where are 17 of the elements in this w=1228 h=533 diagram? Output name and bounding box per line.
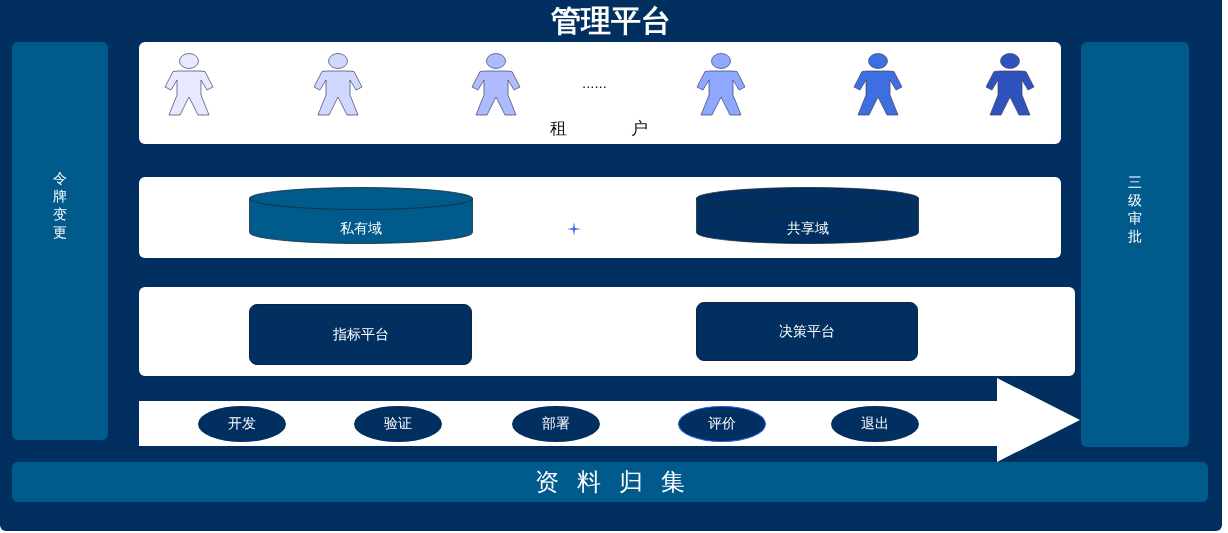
platform-box: 决策平台 bbox=[696, 302, 918, 361]
platform-box: 指标平台 bbox=[249, 304, 472, 365]
side-bar bbox=[1081, 42, 1189, 447]
vertical-label: 令牌变更 bbox=[52, 169, 68, 241]
side-bar bbox=[12, 42, 108, 440]
bar-label: 资料归集 bbox=[535, 467, 685, 497]
process-arrow bbox=[139, 378, 1080, 462]
panel bbox=[139, 287, 1075, 376]
cylinder-label: 共享域 bbox=[785, 219, 830, 237]
bottom-bar bbox=[12, 462, 1208, 502]
tenant-panel bbox=[139, 42, 1061, 144]
panel bbox=[139, 177, 1061, 258]
title: 管理平台 bbox=[551, 3, 671, 38]
ellipsis-text: ...... bbox=[582, 76, 607, 92]
cylinder-label: 私有域 bbox=[339, 219, 383, 237]
panel-title: 租户 bbox=[550, 117, 648, 139]
vertical-label: 三级审批 bbox=[1127, 172, 1143, 245]
